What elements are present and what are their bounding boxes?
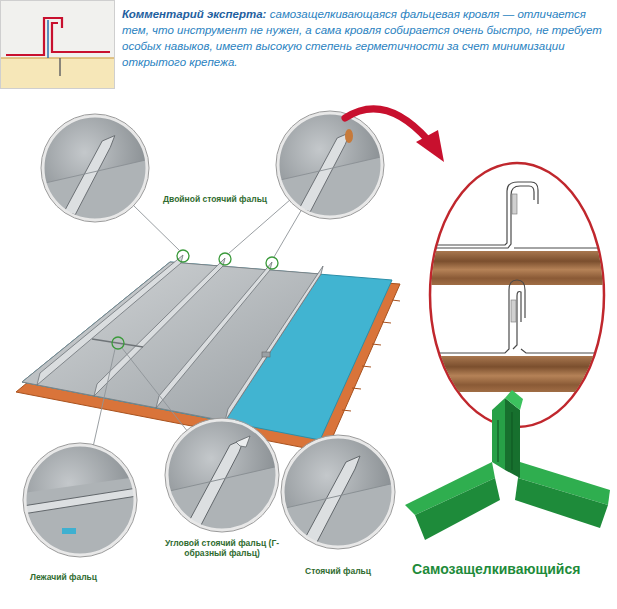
seam-label: Лежачий фальц — [30, 572, 97, 582]
seam-label: Угловой стоячий фальц (Г-образный фальц) — [157, 538, 287, 558]
expert-comment: Комментарий эксперта:самозащелкивающаяся… — [122, 6, 608, 70]
comment-heading: Комментарий эксперта: — [122, 8, 266, 20]
product-name: Самозащелкивающийся — [412, 561, 580, 578]
seam-label: Стоячий фальц — [305, 566, 371, 576]
seam-label: Двойной стоячий фальц — [163, 194, 267, 204]
